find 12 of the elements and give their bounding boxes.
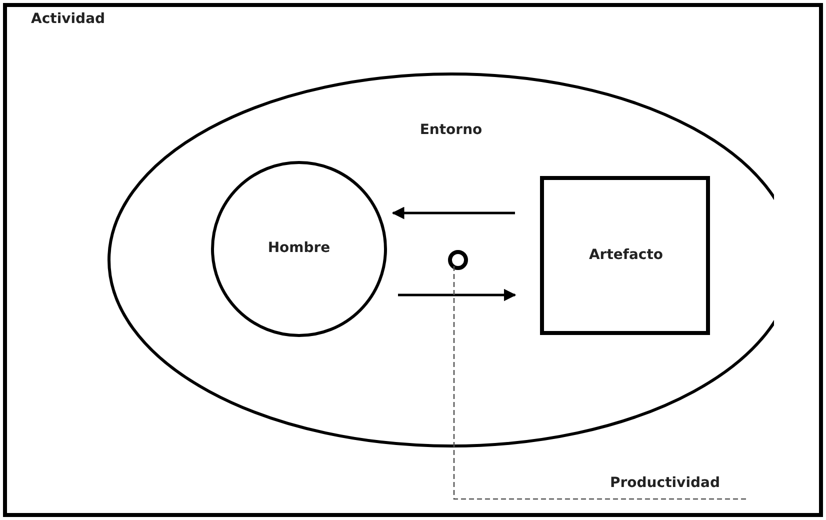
node-label: Artefacto [588, 247, 664, 263]
node-label: Actividad [31, 11, 106, 27]
arrow [398, 288, 516, 302]
node-label: Hombre [268, 240, 330, 256]
small-circle [448, 250, 468, 270]
node-label: Entorno [420, 122, 482, 138]
leader-line [453, 266, 746, 500]
artifact-box [540, 176, 710, 335]
productivity-label: Productividad [610, 475, 720, 491]
activity-frame [3, 3, 823, 517]
human-circle [211, 161, 387, 337]
arrow [392, 206, 515, 220]
